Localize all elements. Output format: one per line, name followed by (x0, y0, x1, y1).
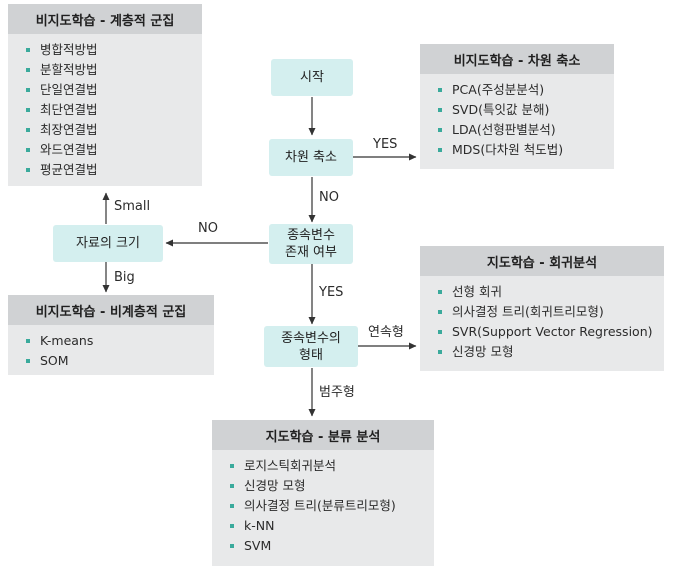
list-item: 의사결정 트리(분류트리모형) (230, 496, 434, 516)
node-dep-var-type-line2: 형태 (299, 347, 323, 363)
panel-regression: 지도학습 - 회귀분석 선형 회귀 의사결정 트리(회귀트리모형) SVR(Su… (420, 246, 664, 371)
list-item: 최장연결법 (26, 120, 202, 140)
list-item: K-means (26, 331, 214, 351)
panel-regression-title: 지도학습 - 회귀분석 (420, 246, 664, 276)
list-item: 평균연결법 (26, 160, 202, 180)
panel-hierarchical-title: 비지도학습 - 계층적 군집 (8, 4, 202, 34)
edge-label-type-continuous: 연속형 (368, 325, 404, 340)
list-item: 단일연결법 (26, 80, 202, 100)
list-item: 선형 회귀 (438, 282, 664, 302)
panel-classification: 지도학습 - 분류 분석 로지스틱회귀분석 신경망 모형 의사결정 트리(분류트… (212, 420, 434, 566)
list-item: 로지스틱회귀분석 (230, 456, 434, 476)
panel-nonhierarchical-clustering: 비지도학습 - 비계층적 군집 K-means SOM (8, 295, 214, 375)
node-dim-reduction: 차원 축소 (269, 139, 353, 176)
edge-label-dim-yes: YES (373, 137, 398, 152)
list-item: k-NN (230, 516, 434, 536)
list-item: 의사결정 트리(회귀트리모형) (438, 302, 664, 322)
list-item: SOM (26, 351, 214, 371)
edge-label-type-categorical: 범주형 (319, 385, 355, 400)
list-item: SVM (230, 536, 434, 556)
node-data-size-label: 자료의 크기 (76, 236, 140, 251)
panel-dimension-title: 비지도학습 - 차원 축소 (420, 44, 614, 74)
panel-dimension-reduction: 비지도학습 - 차원 축소 PCA(주성분분석) SVD(특잇값 분해) LDA… (420, 44, 614, 169)
panel-classification-body: 로지스틱회귀분석 신경망 모형 의사결정 트리(분류트리모형) k-NN SVM (212, 450, 434, 566)
node-dep-var-exists-line2: 존재 여부 (285, 245, 337, 260)
list-item: 신경망 모형 (230, 476, 434, 496)
panel-nonhierarchical-body: K-means SOM (8, 325, 214, 375)
node-dep-var-exists-line1: 종속변수 (287, 228, 335, 243)
list-item: 최단연결법 (26, 100, 202, 120)
edge-label-exists-yes: YES (319, 285, 344, 300)
panel-classification-title: 지도학습 - 분류 분석 (212, 420, 434, 450)
edge-label-exists-no: NO (198, 221, 218, 236)
node-dep-var-type-line1: 종속변수의 (281, 330, 341, 346)
edge-label-size-big: Big (114, 270, 135, 285)
list-item: MDS(다차원 척도법) (438, 140, 614, 160)
panel-nonhierarchical-title: 비지도학습 - 비계층적 군집 (8, 295, 214, 325)
node-dep-var-exists: 종속변수 존재 여부 (269, 224, 353, 264)
panel-hierarchical-clustering: 비지도학습 - 계층적 군집 병합적방법 분할적방법 단일연결법 최단연결법 최… (8, 4, 202, 186)
panel-dimension-body: PCA(주성분분석) SVD(특잇값 분해) LDA(선형판별분석) MDS(다… (420, 74, 614, 169)
list-item: 신경망 모형 (438, 342, 664, 362)
list-item: 병합적방법 (26, 40, 202, 60)
list-item: PCA(주성분분석) (438, 80, 614, 100)
list-item: SVR(Support Vector Regression) (438, 322, 664, 342)
node-dep-var-type: 종속변수의 형태 (264, 326, 358, 367)
edge-label-size-small: Small (114, 199, 151, 214)
node-dim-reduction-label: 차원 축소 (285, 150, 337, 165)
list-item: LDA(선형판별분석) (438, 120, 614, 140)
edge-label-dim-no: NO (319, 190, 339, 205)
panel-hierarchical-body: 병합적방법 분할적방법 단일연결법 최단연결법 최장연결법 와드연결법 평균연결… (8, 34, 202, 186)
list-item: 분할적방법 (26, 60, 202, 80)
panel-regression-body: 선형 회귀 의사결정 트리(회귀트리모형) SVR(Support Vector… (420, 276, 664, 371)
list-item: SVD(특잇값 분해) (438, 100, 614, 120)
list-item: 와드연결법 (26, 140, 202, 160)
node-data-size: 자료의 크기 (53, 225, 163, 262)
node-start-label: 시작 (300, 70, 324, 85)
node-start: 시작 (271, 59, 353, 96)
